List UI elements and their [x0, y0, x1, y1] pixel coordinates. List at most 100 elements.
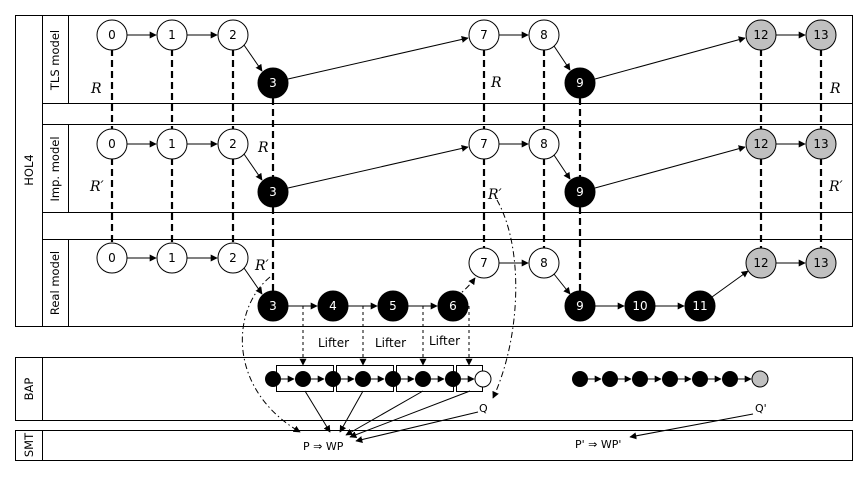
relation-r-imp-2: R′: [487, 187, 503, 203]
svg-text:1: 1: [168, 28, 176, 42]
q-prime-label: Q': [755, 402, 767, 415]
svg-text:2: 2: [229, 137, 237, 151]
svg-text:10: 10: [632, 299, 647, 313]
tls-state-3: 3: [257, 67, 289, 99]
real-state-13: 13: [805, 247, 837, 279]
lifter-label-2: Lifter: [375, 336, 406, 350]
svg-text:3: 3: [269, 76, 277, 90]
real-state-6: 6: [437, 290, 469, 322]
svg-text:3: 3: [269, 299, 277, 313]
svg-text:6: 6: [449, 299, 457, 313]
frames: [15, 15, 853, 461]
svg-text:12: 12: [753, 256, 768, 270]
relation-r-tls-1: R: [90, 81, 102, 97]
bap-smt-labels: Q Q' P ⇒ WP P' ⇒ WP': [303, 402, 767, 453]
real-state-11: 11: [684, 290, 716, 322]
imp-state-9: 9: [564, 176, 596, 208]
tls-state-13: 13: [805, 19, 837, 51]
real-state-1: 1: [156, 242, 188, 274]
svg-text:1: 1: [168, 137, 176, 151]
svg-text:1: 1: [168, 251, 176, 265]
svg-text:0: 0: [108, 251, 116, 265]
real-state-8: 8: [528, 247, 560, 279]
correspondence-lines: [110, 49, 823, 291]
svg-text:4: 4: [329, 299, 337, 313]
svg-text:11: 11: [692, 299, 707, 313]
real-band: [42, 239, 853, 327]
lifter-labels: Lifter Lifter Lifter: [318, 334, 460, 350]
relation-r-imp-3: R′: [828, 179, 844, 195]
lifter-connectors: [299, 306, 473, 366]
band-labels: HOL4 TLS model Imp. model Real model BAP…: [22, 30, 62, 457]
tls-state-8: 8: [528, 19, 560, 51]
imp-label: Imp. model: [48, 136, 62, 201]
imp-state-13: 13: [805, 128, 837, 160]
tls-state-9: 9: [564, 67, 596, 99]
real-states: 0 1 2 3 4 5 6 7 8 9 10 11 12 13: [96, 242, 837, 322]
real-state-4: 4: [317, 290, 349, 322]
tls-label: TLS model: [48, 30, 62, 91]
imp-state-0: 0: [96, 128, 128, 160]
svg-text:9: 9: [576, 299, 584, 313]
svg-text:12: 12: [753, 28, 768, 42]
svg-text:12: 12: [753, 137, 768, 151]
tls-states: 0 1 2 3 7 8 9 12 13: [96, 19, 837, 99]
lifter-label-3: Lifter: [429, 334, 460, 348]
svg-text:8: 8: [540, 137, 548, 151]
svg-text:7: 7: [480, 28, 488, 42]
svg-text:9: 9: [576, 76, 584, 90]
bap-frame: [15, 357, 853, 421]
bap-label: BAP: [22, 378, 36, 401]
imp-state-1: 1: [156, 128, 188, 160]
imp-state-8: 8: [528, 128, 560, 160]
imp-state-3: 3: [257, 176, 289, 208]
real-state-2: 2: [217, 242, 249, 274]
relation-r-tls-2: R: [257, 140, 269, 156]
bap-graph-right: [572, 370, 769, 388]
p-wp-label: P ⇒ WP: [303, 440, 344, 453]
smt-arrows: [304, 390, 754, 443]
svg-text:0: 0: [108, 28, 116, 42]
imp-state-7: 7: [468, 128, 500, 160]
q-label: Q: [479, 402, 488, 415]
real-label: Real model: [48, 251, 62, 315]
tls-state-0: 0: [96, 19, 128, 51]
bap-left-nodes: [265, 370, 492, 388]
svg-text:7: 7: [480, 137, 488, 151]
real-state-0: 0: [96, 242, 128, 274]
real-state-10: 10: [624, 290, 656, 322]
svg-text:8: 8: [540, 28, 548, 42]
p-wp-prime-label: P' ⇒ WP': [575, 438, 621, 451]
svg-text:8: 8: [540, 256, 548, 270]
relation-r-tls-3: R: [490, 75, 502, 91]
smt-label: SMT: [22, 432, 36, 457]
hol4-label: HOL4: [22, 154, 36, 185]
real-state-12: 12: [745, 247, 777, 279]
svg-text:3: 3: [269, 185, 277, 199]
svg-text:9: 9: [576, 185, 584, 199]
curve-r-to-q: [492, 199, 517, 399]
relation-r-imp-1: R′: [89, 179, 105, 195]
svg-text:2: 2: [229, 28, 237, 42]
svg-text:13: 13: [813, 137, 828, 151]
imp-states: 0 1 2 3 7 8 9 12 13: [96, 128, 837, 208]
svg-text:13: 13: [813, 256, 828, 270]
real-state-9: 9: [564, 290, 596, 322]
real-state-3: 3: [257, 290, 289, 322]
relation-labels: R R R R R′ R′ R′ R′: [89, 75, 844, 274]
lifter-label-1: Lifter: [318, 336, 349, 350]
svg-text:2: 2: [229, 251, 237, 265]
svg-text:13: 13: [813, 28, 828, 42]
svg-text:0: 0: [108, 137, 116, 151]
svg-text:7: 7: [480, 256, 488, 270]
relation-r-tls-4: R: [829, 81, 841, 97]
transition-arrows: [127, 31, 806, 310]
tls-state-2: 2: [217, 19, 249, 51]
tls-band: [42, 15, 853, 104]
relation-r-real-1: R′: [254, 258, 270, 274]
imp-state-12: 12: [745, 128, 777, 160]
smt-frame: [15, 430, 853, 461]
bap-right-nodes: [572, 370, 769, 388]
hol4-frame: [15, 15, 853, 327]
